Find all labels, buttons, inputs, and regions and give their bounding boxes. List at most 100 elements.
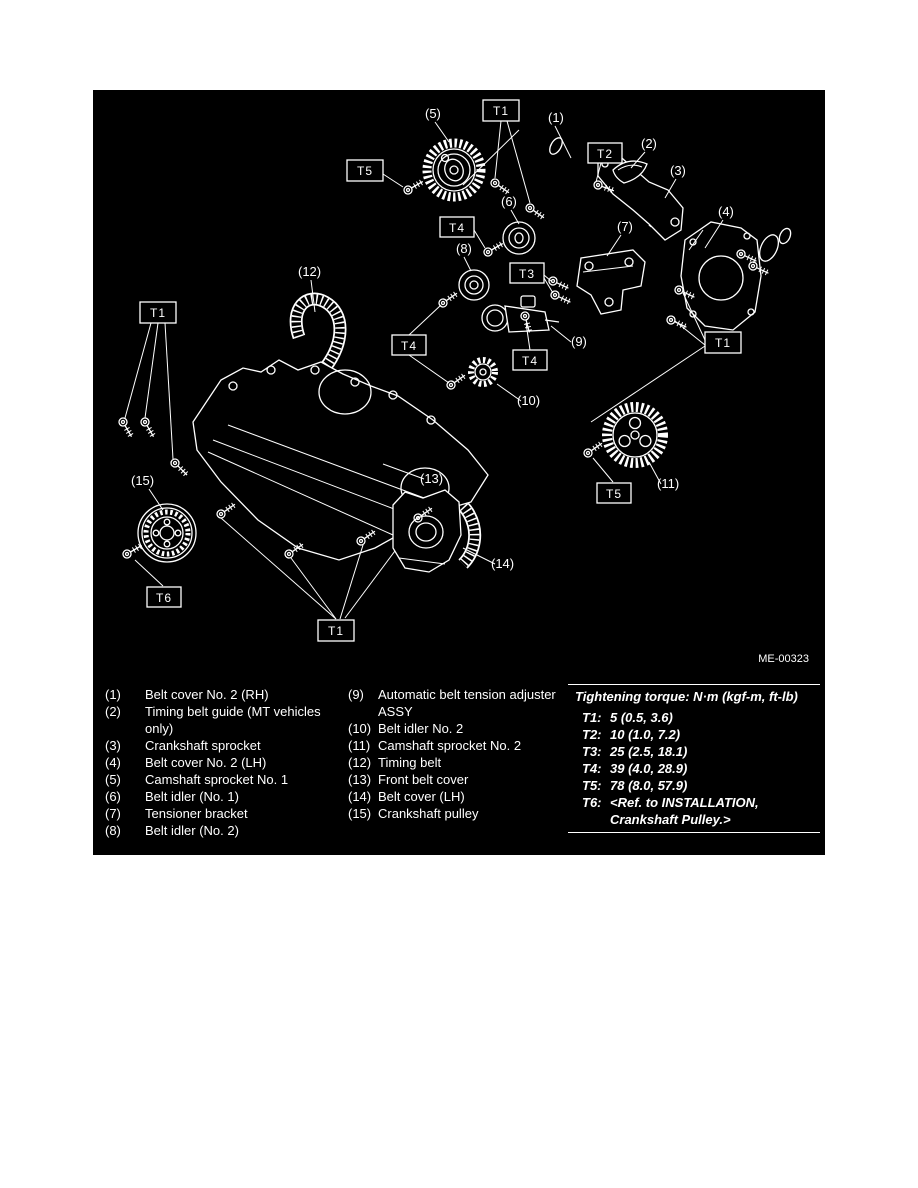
torque-row: T3: 25 (2.5, 18.1)	[568, 743, 826, 760]
legend-item-number: (11)	[348, 738, 371, 753]
callout-14: (14)	[491, 556, 514, 571]
torque-row-value: 78 (8.0, 57.9)	[610, 778, 688, 793]
callout-3: (3)	[670, 163, 686, 178]
callout-9: (9)	[571, 334, 587, 349]
bolt-icon	[168, 456, 191, 479]
torque-row-id: T3:	[582, 744, 602, 759]
belt-idler-1-drawing	[502, 221, 536, 255]
legend-item: (5) Camshaft sprocket No. 1	[105, 771, 327, 788]
torque-box-t1-top: T1	[482, 99, 520, 122]
torque-boxes: T1 T5 T2 T4 T3 T4	[139, 99, 742, 642]
legend-item: (3) Crankshaft sprocket	[105, 737, 327, 754]
callout-7: (7)	[617, 219, 633, 234]
legend-item-number: (8)	[105, 823, 121, 838]
torque-row-id: T1:	[582, 710, 602, 725]
torque-box-t2: T2	[587, 142, 623, 164]
legend-item-label: Belt cover (LH)	[378, 789, 465, 804]
torque-box-t5-left: T5	[346, 159, 384, 182]
torque-row-id: T5:	[582, 778, 602, 793]
callout-4: (4)	[718, 204, 734, 219]
svg-text:T5: T5	[357, 164, 373, 178]
bolt-icon	[444, 371, 468, 392]
torque-row-id: T2:	[582, 727, 602, 742]
legend-item: (4) Belt cover No. 2 (LH)	[105, 754, 327, 771]
svg-text:T2: T2	[597, 147, 613, 161]
legend-item: (14)Belt cover (LH)	[348, 788, 564, 805]
callout-10: (10)	[517, 393, 540, 408]
bolt-icon	[549, 289, 573, 307]
torque-row: T6: <Ref. to INSTALLATION, Crankshaft Pul…	[568, 794, 826, 828]
legend-item-label: Crankshaft pulley	[378, 806, 479, 821]
legend-item-label: Crankshaft sprocket	[145, 738, 261, 753]
torque-table: Tightening torque: N·m (kgf-m, ft-lb) T1…	[568, 684, 826, 833]
legend-item: (9)Automatic belt tension adjuster ASSY	[348, 686, 564, 720]
legend-item-number: (5)	[105, 772, 121, 787]
legend-right-column: (9)Automatic belt tension adjuster ASSY …	[348, 686, 564, 822]
legend-item-label: Camshaft sprocket No. 1	[145, 772, 289, 787]
svg-text:T4: T4	[449, 221, 465, 235]
legend-left-column: (1)Belt cover No. 2 (RH) (2) Timing belt …	[105, 686, 327, 839]
crankshaft-pulley-drawing	[137, 503, 197, 563]
legend-item: (1)Belt cover No. 2 (RH)	[105, 686, 327, 703]
callout-15: (15)	[131, 473, 154, 488]
legend-item-label: Timing belt	[378, 755, 442, 770]
legend-item: (8) Belt idler (No. 2)	[105, 822, 327, 839]
svg-text:T1: T1	[328, 624, 344, 638]
legend-item-number: (7)	[105, 806, 121, 821]
legend-item-label: Timing belt guide (MT vehicles only)	[145, 704, 321, 736]
legend-item: (10) Belt idler No. 2	[348, 720, 564, 737]
bolt-icon	[401, 177, 426, 197]
belt-cover-lh2-drawing	[680, 221, 792, 331]
legend-item-label: Belt idler No. 2	[378, 721, 464, 736]
bolt-icon	[214, 500, 238, 521]
legend-item-number: (4)	[105, 755, 121, 770]
bolt-icon	[116, 415, 136, 440]
legend-item-number: (10)	[348, 721, 372, 736]
torque-row-id: T4:	[582, 761, 602, 776]
callout-12: (12)	[298, 264, 321, 279]
legend-item-label: Belt cover No. 2 (LH)	[145, 755, 267, 770]
torque-box-t4-top: T4	[439, 216, 475, 238]
timing-belt-guide-drawing	[612, 160, 648, 184]
torque-row-value: 25 (2.5, 18.1)	[610, 744, 688, 759]
legend-item-number: (3)	[105, 738, 121, 753]
legend-item-number: (1)	[105, 687, 121, 702]
callout-1: (1)	[548, 110, 564, 125]
torque-table-title: Tightening torque: N·m (kgf-m, ft-lb)	[575, 689, 798, 704]
diagram-panel: (1) (2) (3) (4) (5) (6) (7) (8) (9) (10)…	[93, 90, 825, 855]
figure-id: ME-00323	[758, 653, 809, 665]
torque-row: T1:5 (0.5, 3.6)	[568, 709, 826, 726]
torque-box-t4-left: T4	[391, 334, 427, 356]
exploded-diagram: (1) (2) (3) (4) (5) (6) (7) (8) (9) (10)…	[116, 99, 809, 665]
torque-row-id: T6:	[582, 795, 602, 810]
bolt-icon	[581, 439, 605, 460]
legend-item: (6)Belt idler (No. 1)	[105, 788, 327, 805]
legend-item: (2) Timing belt guide (MT vehicles only)	[105, 703, 327, 737]
legend-item-label: Belt idler (No. 2)	[145, 823, 239, 838]
camshaft-sprocket-2-drawing	[602, 402, 668, 468]
callout-leaders	[148, 121, 724, 565]
svg-text:T4: T4	[522, 354, 538, 368]
legend-item: (12)Timing belt	[348, 754, 564, 771]
torque-box-t1-left: T1	[139, 301, 177, 324]
torque-row: T5: 78 (8.0, 57.9)	[568, 777, 826, 794]
bolt-icon	[481, 239, 506, 259]
callout-6: (6)	[501, 194, 517, 209]
legend-item-number: (2)	[105, 704, 121, 719]
torque-box-t6: T6	[146, 586, 182, 608]
legend-item: (7)Tensioner bracket	[105, 805, 327, 822]
torque-box-t4-mid: T4	[512, 349, 548, 371]
bolt-icon	[523, 201, 547, 222]
svg-text:T1: T1	[715, 336, 731, 350]
svg-text:T1: T1	[493, 104, 509, 118]
torque-box-t1-bottom: T1	[317, 619, 355, 642]
torque-row-value: <Ref. to INSTALLATION, Crankshaft Pulley…	[610, 795, 759, 827]
torque-leaders	[124, 120, 706, 620]
belt-idler-no2-drawing	[468, 357, 498, 387]
torque-row-value: 10 (1.0, 7.2)	[610, 727, 681, 742]
torque-table-bottom-rule	[568, 832, 820, 833]
belt-idler-2-drawing	[458, 269, 490, 301]
svg-text:T5: T5	[606, 487, 622, 501]
torque-box-t1-right: T1	[704, 331, 742, 354]
callout-2: (2)	[641, 136, 657, 151]
